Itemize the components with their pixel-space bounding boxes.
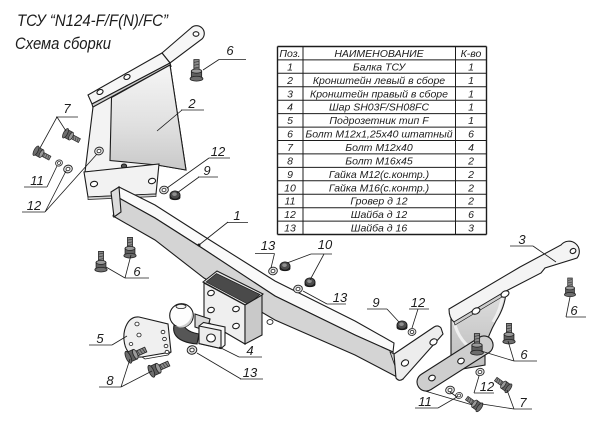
svg-text:1: 1 [468, 115, 474, 127]
svg-text:7: 7 [63, 101, 71, 116]
svg-text:3: 3 [287, 88, 293, 100]
svg-text:Кронштейн правый в сборе: Кронштейн правый в сборе [310, 88, 448, 100]
svg-text:4: 4 [246, 343, 253, 358]
svg-text:Болт М12х40: Болт М12х40 [345, 142, 413, 154]
svg-text:6: 6 [520, 347, 528, 362]
svg-text:Гайка М16(с.контр.): Гайка М16(с.контр.) [329, 182, 429, 194]
svg-text:Схема сборки: Схема сборки [15, 34, 111, 53]
svg-text:8: 8 [287, 155, 293, 167]
svg-text:1: 1 [233, 208, 240, 223]
svg-text:Кронштейн левый в сборе: Кронштейн левый в сборе [313, 75, 445, 87]
svg-text:11: 11 [285, 196, 296, 208]
svg-text:Поз.: Поз. [279, 48, 300, 60]
svg-text:1: 1 [287, 61, 293, 73]
svg-text:6: 6 [468, 129, 474, 141]
svg-text:2: 2 [467, 155, 474, 167]
svg-text:8: 8 [106, 373, 114, 388]
svg-text:12: 12 [27, 198, 42, 213]
svg-text:12: 12 [480, 379, 495, 394]
svg-text:6: 6 [226, 43, 234, 58]
svg-text:12: 12 [211, 144, 226, 159]
svg-text:7: 7 [519, 395, 527, 410]
svg-text:6: 6 [133, 264, 141, 279]
svg-text:2: 2 [286, 75, 293, 87]
svg-text:10: 10 [284, 182, 296, 194]
svg-text:6: 6 [468, 209, 474, 221]
svg-text:5: 5 [96, 331, 104, 346]
svg-text:3: 3 [518, 232, 526, 247]
svg-text:1: 1 [468, 61, 474, 73]
svg-text:5: 5 [287, 115, 293, 127]
svg-text:Подрозетник тип F: Подрозетник тип F [329, 115, 429, 127]
svg-text:12: 12 [284, 209, 296, 221]
svg-text:9: 9 [287, 169, 293, 181]
svg-text:13: 13 [261, 238, 276, 253]
svg-text:Шар SH03F/SH08FC: Шар SH03F/SH08FC [329, 102, 430, 114]
svg-text:6: 6 [570, 303, 578, 318]
svg-text:Шайба д 16: Шайба д 16 [351, 223, 408, 235]
svg-text:Болт М12х1,25х40 штатный: Болт М12х1,25х40 штатный [305, 129, 452, 141]
svg-text:Болт М16х45: Болт М16х45 [345, 155, 413, 167]
svg-text:4: 4 [287, 102, 293, 114]
svg-text:7: 7 [287, 142, 294, 154]
svg-text:Гайка М12(с.контр.): Гайка М12(с.контр.) [329, 169, 429, 181]
svg-text:К-во: К-во [461, 48, 482, 60]
svg-text:12: 12 [411, 295, 426, 310]
svg-text:13: 13 [333, 290, 348, 305]
svg-text:2: 2 [467, 169, 474, 181]
svg-text:ТСУ “N124-F/F(N)/FC”: ТСУ “N124-F/F(N)/FC” [17, 11, 169, 30]
svg-text:10: 10 [318, 237, 333, 252]
svg-text:9: 9 [203, 163, 210, 178]
svg-text:Шайба д 12: Шайба д 12 [351, 209, 408, 221]
svg-text:2: 2 [467, 182, 474, 194]
svg-text:1: 1 [468, 88, 474, 100]
svg-text:2: 2 [467, 196, 474, 208]
svg-text:1: 1 [468, 75, 474, 87]
svg-text:3: 3 [468, 223, 474, 235]
svg-text:9: 9 [372, 295, 379, 310]
svg-text:13: 13 [243, 365, 258, 380]
svg-text:11: 11 [418, 394, 432, 409]
svg-text:1: 1 [468, 102, 474, 114]
svg-text:4: 4 [468, 142, 474, 154]
svg-text:11: 11 [30, 173, 44, 188]
svg-text:Гровер д 12: Гровер д 12 [350, 196, 407, 208]
svg-text:2: 2 [187, 96, 196, 111]
svg-text:НАИМЕНОВАНИЕ: НАИМЕНОВАНИЕ [334, 48, 424, 60]
svg-text:Балка ТСУ: Балка ТСУ [353, 61, 407, 73]
svg-text:13: 13 [284, 223, 296, 235]
svg-text:6: 6 [287, 129, 293, 141]
